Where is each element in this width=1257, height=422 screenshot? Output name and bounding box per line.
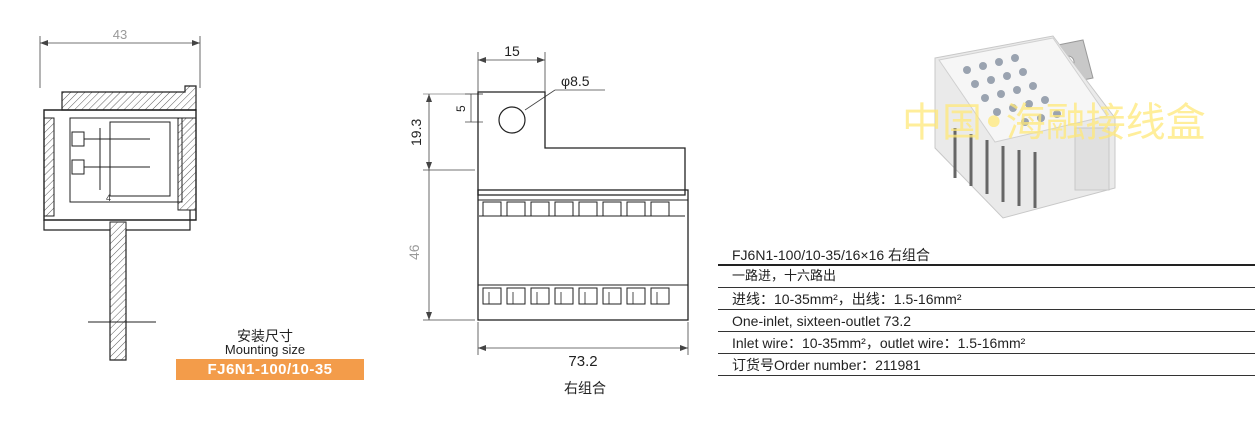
mounting-caption-cn: 安装尺寸 bbox=[237, 328, 293, 344]
right-wall bbox=[177, 117, 197, 211]
model-badge: FJ6N1-100/10-35 bbox=[176, 359, 364, 380]
mounting-hole bbox=[498, 106, 526, 134]
part-mark: 4 bbox=[106, 193, 111, 203]
lower-terminal-row bbox=[482, 287, 670, 305]
dim-total-width-label: 73.2 bbox=[568, 353, 597, 370]
spec-table: FJ6N1-100/10-35/16×16 右组合 一路进，十六路出 进线：10… bbox=[718, 244, 1255, 376]
dim-total-width: 73.2 bbox=[477, 322, 689, 370]
housing-outline bbox=[43, 109, 197, 221]
spec-row-wire-en: Inlet wire：10-35mm²，outlet wire：1.5-16mm… bbox=[718, 332, 1255, 354]
screw-lower bbox=[71, 159, 85, 175]
front-view-drawing: 15 φ8.5 5 19.3 46 73.2 bbox=[406, 43, 689, 370]
photo-screw-holes bbox=[963, 54, 1061, 126]
top-cover bbox=[61, 85, 197, 111]
dim-hole-label: φ8.5 bbox=[561, 73, 590, 89]
photo-watermark: 中国•海融接线盒 bbox=[902, 100, 1206, 146]
spec-row-inout-en: One-inlet, sixteen-outlet 73.2 bbox=[718, 310, 1255, 332]
dim-width-43: 43 bbox=[39, 27, 201, 88]
combination-label: 右组合 bbox=[564, 380, 606, 396]
upper-terminal-row bbox=[479, 201, 685, 217]
product-photo bbox=[934, 35, 1116, 219]
dim-hole-offset-label: 5 bbox=[454, 105, 468, 112]
inner-chamber bbox=[69, 117, 183, 203]
mounting-caption-en: Mounting size bbox=[224, 342, 306, 357]
mounting-section-drawing: 43 4 bbox=[39, 27, 201, 361]
dim-top-width: 15 bbox=[477, 43, 546, 92]
dim-tab-height-label: 19.3 bbox=[408, 119, 424, 146]
screw-upper bbox=[71, 131, 85, 147]
photo-terminal-fins bbox=[953, 128, 1037, 208]
spec-row-wire-cn: 进线：10-35mm²，出线：1.5-16mm² bbox=[718, 288, 1255, 310]
spec-row-title: FJ6N1-100/10-35/16×16 右组合 bbox=[718, 244, 1255, 266]
left-wall bbox=[43, 117, 55, 217]
spec-row-inout-cn: 一路进，十六路出 bbox=[718, 266, 1255, 288]
dim-top-width-label: 15 bbox=[504, 43, 520, 59]
dim-body-height-label: 46 bbox=[406, 244, 422, 260]
terminal-body bbox=[477, 189, 689, 321]
dim-width-label: 43 bbox=[113, 27, 127, 42]
spec-row-order-number: 订货号Order number：211981 bbox=[718, 354, 1255, 376]
